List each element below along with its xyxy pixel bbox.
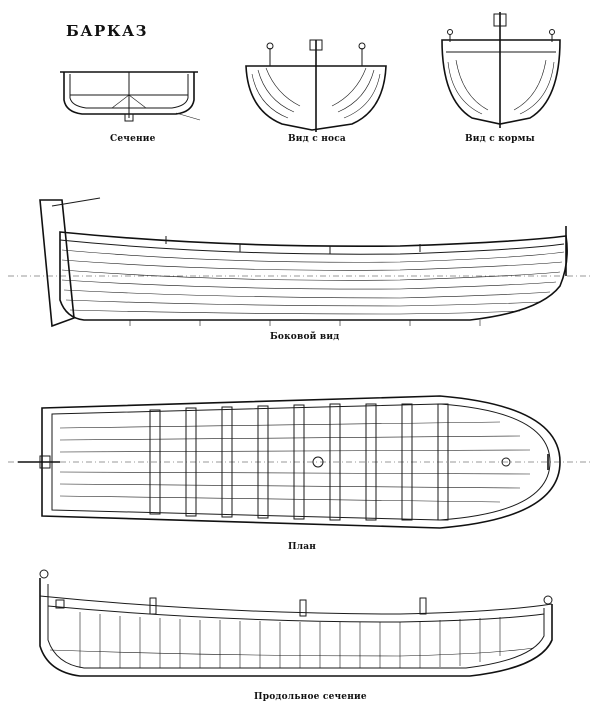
- bow-view-drawing: [245, 39, 387, 132]
- stern-view-drawing: [441, 12, 561, 128]
- caption-side-view: Боковой вид: [270, 332, 340, 342]
- caption-bow-view: Вид с носа: [288, 134, 346, 144]
- caption-section: Сечение: [110, 134, 156, 144]
- plan-drawing: [8, 395, 592, 529]
- side-view-drawing: [8, 197, 592, 328]
- caption-stern-view: Вид с кормы: [465, 134, 535, 144]
- cross-section-drawing: [60, 71, 201, 122]
- caption-longitudinal-section: Продольное сечение: [254, 692, 367, 702]
- longitudinal-section-drawing: [39, 569, 553, 677]
- drawing-title: БАРКАЗ: [66, 22, 148, 40]
- caption-plan: План: [288, 542, 317, 552]
